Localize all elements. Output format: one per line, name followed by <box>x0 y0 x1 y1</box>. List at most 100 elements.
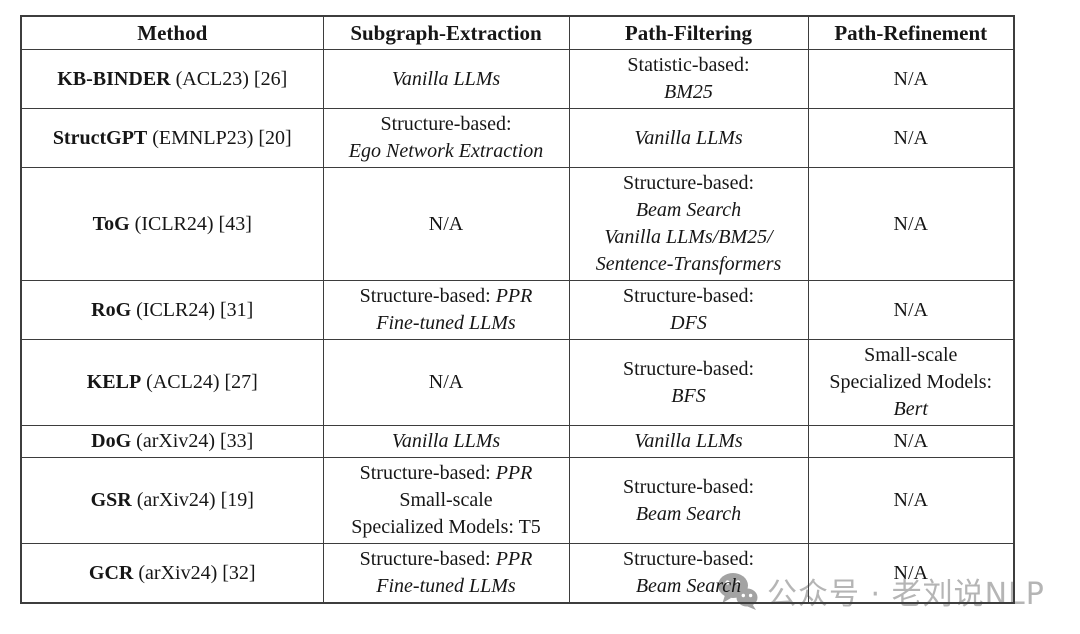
cell-subgraph-extraction: Vanilla LLMs <box>322 425 570 458</box>
cell-method: GSR (arXiv24) [19] <box>20 457 324 544</box>
cell-line: Beam Search <box>574 197 804 224</box>
cell-line: Ego Network Extraction <box>328 138 565 165</box>
text-segment: DFS <box>670 312 707 334</box>
cell-line: Specialized Models: T5 <box>328 514 565 541</box>
cell-line: DoG (arXiv24) [33] <box>26 428 319 455</box>
text-segment: RoG <box>91 298 132 321</box>
cell-line: Structure-based: <box>574 356 804 383</box>
cell-path-refinement: N/A <box>807 108 1015 168</box>
cell-line: Vanilla LLMs/BM25/ <box>574 224 804 251</box>
text-segment: Statistic-based: <box>627 54 750 76</box>
column-header-3: Path-Refinement <box>807 15 1015 50</box>
text-segment: Structure-based: <box>380 113 512 135</box>
cell-line: Structure-based: PPR <box>328 283 565 310</box>
cell-method: DoG (arXiv24) [33] <box>20 425 324 458</box>
cell-line: Structure-based: <box>574 170 804 197</box>
cell-line: Fine-tuned LLMs <box>328 573 565 600</box>
text-segment: KELP <box>86 371 142 393</box>
text-segment: Bert <box>893 398 928 420</box>
cell-line: Beam Search <box>574 573 804 600</box>
cell-line: Vanilla LLMs <box>574 125 804 152</box>
cell-path-filtering: Structure-based: DFS <box>568 280 809 340</box>
text-segment: Small-scale <box>864 344 958 366</box>
text-segment: (arXiv24) [32] <box>133 561 256 584</box>
text-segment: Structure-based: <box>359 548 496 570</box>
cell-subgraph-extraction: Structure-based: Ego Network Extraction <box>322 108 570 168</box>
table-row: DoG (arXiv24) [33] Vanilla LLMs Vanilla LL… <box>20 425 1015 458</box>
column-header-2: Path-Filtering <box>568 15 809 50</box>
text-segment: PPR <box>495 548 533 570</box>
cell-line: ToG (ICLR24) [43] <box>26 211 319 238</box>
cell-line: Small-scale <box>328 487 565 514</box>
table-row: StructGPT (EMNLP23) [20]Structure-based:… <box>20 108 1015 168</box>
cell-line: KB-BINDER (ACL23) [26] <box>26 66 319 93</box>
cell-method: ToG (ICLR24) [43] <box>20 167 324 281</box>
cell-line: Structure-based: PPR <box>328 546 565 573</box>
text-segment: GCR <box>88 561 134 584</box>
cell-line: Small-scale <box>813 342 1010 369</box>
cell-line: RoG (ICLR24) [31] <box>26 297 319 324</box>
text-segment: (ACL24) [27] <box>141 371 258 393</box>
text-segment: N/A <box>893 430 928 452</box>
cell-line: N/A <box>813 125 1010 152</box>
cell-path-filtering: Structure-based:Beam Search <box>568 457 809 544</box>
text-segment: Beam Search <box>635 199 742 221</box>
cell-line: Statistic-based: <box>574 52 804 79</box>
cell-line: N/A <box>813 487 1010 514</box>
text-segment: (ICLR24) [31] <box>131 298 254 321</box>
cell-path-refinement: N/A <box>807 457 1015 544</box>
cell-path-filtering: Statistic-based:BM25 <box>568 49 809 109</box>
table-body: KB-BINDER (ACL23) [26] Vanilla LLMs Statis… <box>20 49 1015 604</box>
cell-line: N/A <box>813 560 1010 587</box>
cell-path-refinement: N/A <box>807 49 1015 109</box>
text-segment: N/A <box>893 212 928 235</box>
text-segment: Vanilla LLMs <box>391 67 501 90</box>
text-segment: Ego Network Extraction <box>348 140 544 162</box>
cell-line: N/A <box>813 297 1010 324</box>
cell-line: Structure-based: PPR <box>328 460 565 487</box>
text-segment: Vanilla LLMs <box>634 430 743 452</box>
text-segment: Specialized Models: T5 <box>351 516 541 538</box>
cell-line: Structure-based: <box>574 283 804 310</box>
cell-line: N/A <box>328 369 565 396</box>
cell-line: Sentence-Transformers <box>574 251 804 278</box>
text-segment: ToG <box>92 212 130 235</box>
text-segment: (arXiv24) [19] <box>131 489 254 511</box>
cell-line: Fine-tuned LLMs <box>328 310 565 337</box>
cell-method: KB-BINDER (ACL23) [26] <box>20 49 324 109</box>
cell-method: StructGPT (EMNLP23) [20] <box>20 108 324 168</box>
text-segment: GSR <box>90 489 132 511</box>
text-segment: Structure-based: <box>359 285 496 307</box>
text-segment: Specialized Models: <box>829 371 993 393</box>
text-segment: Fine-tuned LLMs <box>376 575 516 597</box>
text-segment: (ACL23) [26] <box>170 67 288 90</box>
cell-line: Vanilla LLMs <box>328 66 565 93</box>
cell-path-refinement: N/A <box>807 280 1015 340</box>
text-segment: Structure-based: <box>622 285 755 307</box>
cell-line: Structure-based: <box>328 111 565 138</box>
table-row: KB-BINDER (ACL23) [26] Vanilla LLMs Statis… <box>20 49 1015 109</box>
cell-line: Vanilla LLMs <box>328 428 565 455</box>
cell-subgraph-extraction: N/A <box>322 167 570 281</box>
cell-line: N/A <box>328 211 565 238</box>
cell-path-refinement: N/A <box>807 543 1015 604</box>
cell-line: Specialized Models: <box>813 369 1010 396</box>
text-segment: Sentence-Transformers <box>595 253 782 275</box>
cell-subgraph-extraction: Vanilla LLMs <box>322 49 570 109</box>
cell-path-filtering: Vanilla LLMs <box>568 425 809 458</box>
cell-path-filtering: Structure-based:Beam Search <box>568 543 809 604</box>
text-segment: Structure-based: <box>359 462 496 484</box>
text-segment: StructGPT <box>52 126 148 149</box>
text-segment: PPR <box>495 462 533 484</box>
cell-method: RoG (ICLR24) [31] <box>20 280 324 340</box>
text-segment: N/A <box>893 298 928 321</box>
